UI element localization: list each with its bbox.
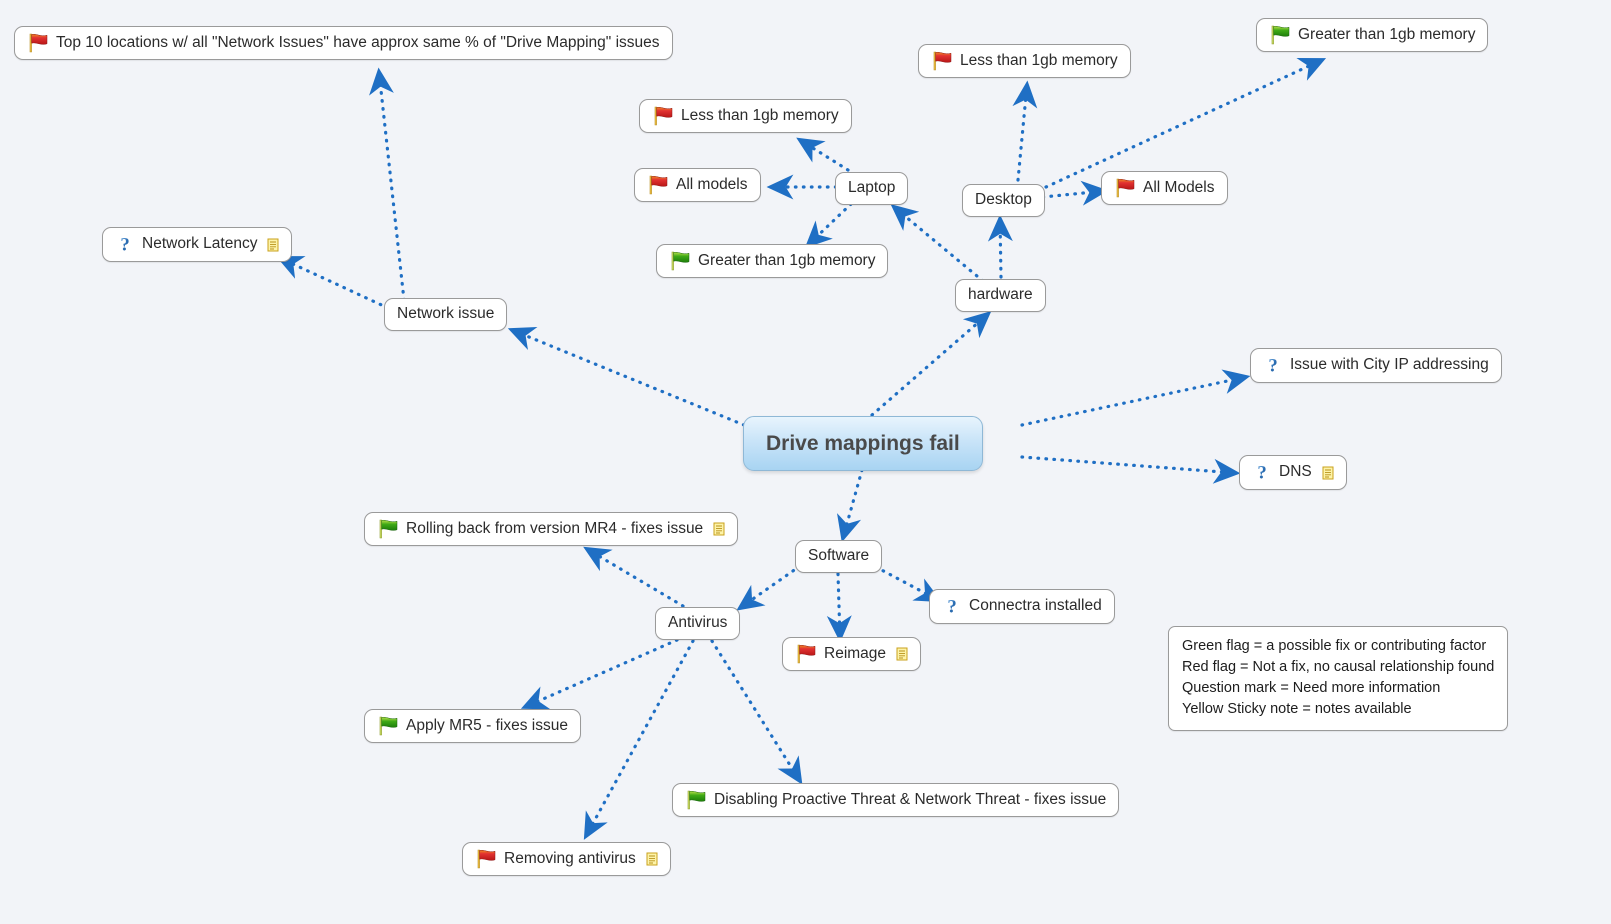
- node-label: DNS: [1279, 463, 1312, 481]
- green-flag-icon: [685, 790, 707, 810]
- question-mark-icon: ?: [115, 234, 135, 256]
- node-label: Laptop: [848, 179, 896, 196]
- node-label: Greater than 1gb memory: [698, 251, 876, 269]
- sticky-note-icon: [646, 852, 658, 866]
- sticky-note-icon: [1322, 466, 1334, 480]
- svg-text:?: ?: [1257, 463, 1267, 484]
- svg-text:?: ?: [1268, 356, 1278, 377]
- svg-text:?: ?: [947, 597, 957, 618]
- node-label: Less than 1gb memory: [960, 51, 1118, 69]
- node-label: Rolling back from version MR4 - fixes is…: [406, 519, 704, 537]
- legend-box: Green flag = a possible fix or contribut…: [1168, 626, 1509, 731]
- red-flag-icon: [27, 33, 49, 53]
- node-city-ip-addressing[interactable]: ? Issue with City IP addressing: [1250, 348, 1502, 383]
- node-laptop[interactable]: Laptop: [835, 172, 909, 205]
- node-desktop-all-models[interactable]: All Models: [1101, 171, 1228, 205]
- node-laptop-all-models[interactable]: All models: [634, 168, 761, 202]
- node-label: All Models: [1143, 178, 1215, 196]
- node-label: hardware: [968, 286, 1033, 303]
- legend-line-question-mark: Question mark = Need more information: [1182, 680, 1441, 697]
- node-desktop-greater-than-1gb[interactable]: Greater than 1gb memory: [1256, 18, 1489, 52]
- node-software[interactable]: Software: [795, 540, 883, 573]
- sticky-note-icon: [267, 238, 279, 252]
- node-desktop[interactable]: Desktop: [962, 184, 1045, 217]
- node-label: Disabling Proactive Threat & Network Thr…: [714, 790, 1107, 808]
- node-label: Apply MR5 - fixes issue: [406, 716, 568, 734]
- node-label: Network Latency: [142, 235, 258, 253]
- node-dns[interactable]: ? DNS: [1239, 455, 1347, 490]
- node-hardware[interactable]: hardware: [955, 279, 1046, 312]
- central-node-drive-mappings-fail[interactable]: Drive mappings fail: [743, 416, 983, 472]
- central-node-label: Drive mappings fail: [766, 432, 960, 455]
- node-label: All models: [676, 175, 748, 193]
- red-flag-icon: [647, 175, 669, 195]
- legend-line-green-flag: Green flag = a possible fix or contribut…: [1182, 638, 1487, 654]
- node-label: Greater than 1gb memory: [1298, 25, 1476, 43]
- node-removing-antivirus[interactable]: Removing antivirus: [462, 842, 671, 876]
- node-label: Reimage: [824, 644, 887, 662]
- question-mark-icon: ?: [942, 596, 962, 618]
- node-connectra-installed[interactable]: ? Connectra installed: [929, 589, 1115, 624]
- node-label: Antivirus: [668, 614, 728, 631]
- red-flag-icon: [475, 849, 497, 869]
- node-reimage[interactable]: Reimage: [782, 637, 922, 671]
- legend-line-red-flag: Red flag = Not a fix, no causal relation…: [1182, 659, 1495, 676]
- node-label: Removing antivirus: [504, 849, 636, 867]
- node-laptop-less-than-1gb[interactable]: Less than 1gb memory: [639, 99, 852, 133]
- node-label: Software: [808, 547, 870, 564]
- node-top10-locations[interactable]: Top 10 locations w/ all "Network Issues"…: [14, 26, 673, 60]
- node-label: Network issue: [397, 305, 495, 322]
- red-flag-icon: [652, 106, 674, 126]
- question-mark-icon: ?: [1263, 355, 1283, 377]
- node-desktop-less-than-1gb[interactable]: Less than 1gb memory: [918, 44, 1131, 78]
- red-flag-icon: [1114, 178, 1136, 198]
- node-label: Issue with City IP addressing: [1290, 356, 1489, 374]
- sticky-note-icon: [896, 647, 908, 661]
- node-network-issue[interactable]: Network issue: [384, 298, 508, 331]
- svg-text:?: ?: [120, 235, 130, 256]
- green-flag-icon: [377, 716, 399, 736]
- green-flag-icon: [1269, 25, 1291, 45]
- question-mark-icon: ?: [1252, 462, 1272, 484]
- red-flag-icon: [795, 644, 817, 664]
- node-label: Top 10 locations w/ all "Network Issues"…: [56, 33, 660, 51]
- node-antivirus[interactable]: Antivirus: [655, 607, 741, 640]
- legend-line-sticky-note: Yellow Sticky note = notes available: [1182, 701, 1412, 718]
- node-laptop-greater-than-1gb[interactable]: Greater than 1gb memory: [656, 244, 889, 278]
- node-rolling-back-mr4[interactable]: Rolling back from version MR4 - fixes is…: [364, 512, 739, 546]
- node-label: Desktop: [975, 191, 1032, 208]
- sticky-note-icon: [713, 522, 725, 536]
- node-label: Connectra installed: [969, 597, 1102, 615]
- red-flag-icon: [931, 51, 953, 71]
- node-disabling-proactive-threat[interactable]: Disabling Proactive Threat & Network Thr…: [672, 783, 1120, 817]
- node-network-latency[interactable]: ? Network Latency: [102, 227, 293, 262]
- node-apply-mr5[interactable]: Apply MR5 - fixes issue: [364, 709, 581, 743]
- green-flag-icon: [377, 519, 399, 539]
- node-label: Less than 1gb memory: [681, 106, 839, 124]
- green-flag-icon: [669, 251, 691, 271]
